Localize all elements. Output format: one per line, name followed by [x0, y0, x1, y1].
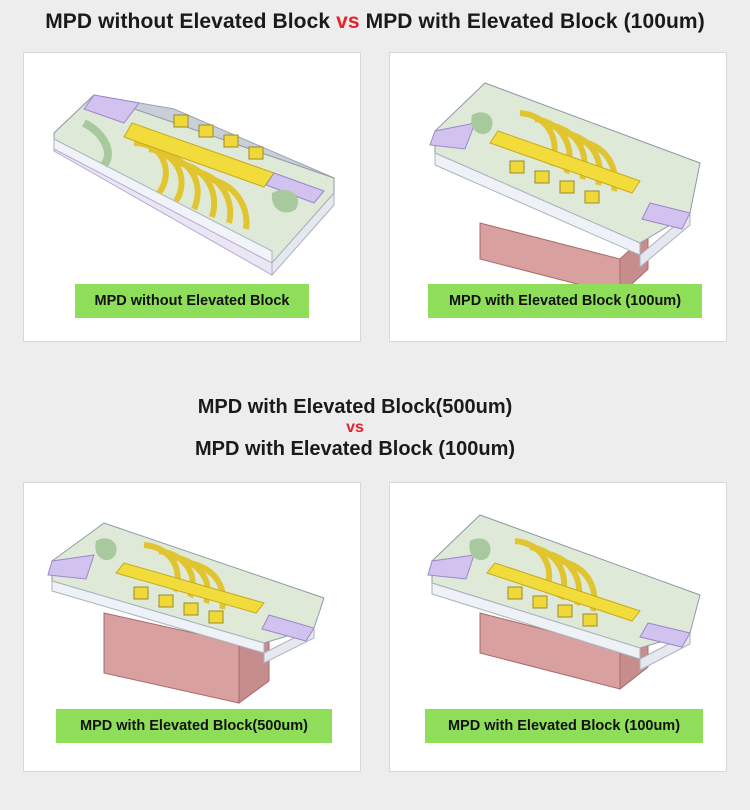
board-100um-figure: [429, 82, 701, 297]
mpd-model-100um-bottom: [427, 514, 701, 691]
card-with-block-500um: MPD with Elevated Block(500um): [23, 482, 361, 772]
card-label: MPD with Elevated Block (100um): [428, 284, 702, 318]
card-label: MPD without Elevated Block: [75, 284, 309, 318]
section-title: MPD with Elevated Block(500um) vs MPD wi…: [0, 396, 710, 460]
section-title-line2: MPD with Elevated Block (100um): [194, 438, 516, 460]
card-without-block: MPD without Elevated Block: [23, 52, 361, 342]
board-500um-figure: [47, 522, 325, 704]
card-label: MPD with Elevated Block (100um): [425, 709, 703, 743]
card-label: MPD with Elevated Block(500um): [56, 709, 332, 743]
section-title-line1: MPD with Elevated Block(500um): [197, 396, 513, 418]
mpd-model-100um-top: [429, 82, 701, 297]
board-100um-figure: [427, 514, 701, 691]
page-title: MPD without Elevated Block vs MPD with E…: [0, 8, 750, 36]
title-right: MPD with Elevated Block (100um): [365, 10, 705, 33]
section-title-vs: vs: [346, 419, 364, 436]
mpd-model-without-block: [53, 94, 335, 277]
title-vs: vs: [336, 10, 360, 33]
mpd-model-500um: [47, 522, 325, 704]
card-with-block-100um-bottom: MPD with Elevated Block (100um): [389, 482, 727, 772]
title-left: MPD without Elevated Block: [45, 10, 331, 33]
card-with-block-100um-top: MPD with Elevated Block (100um): [389, 52, 727, 342]
board-without-block-figure: [53, 94, 335, 277]
